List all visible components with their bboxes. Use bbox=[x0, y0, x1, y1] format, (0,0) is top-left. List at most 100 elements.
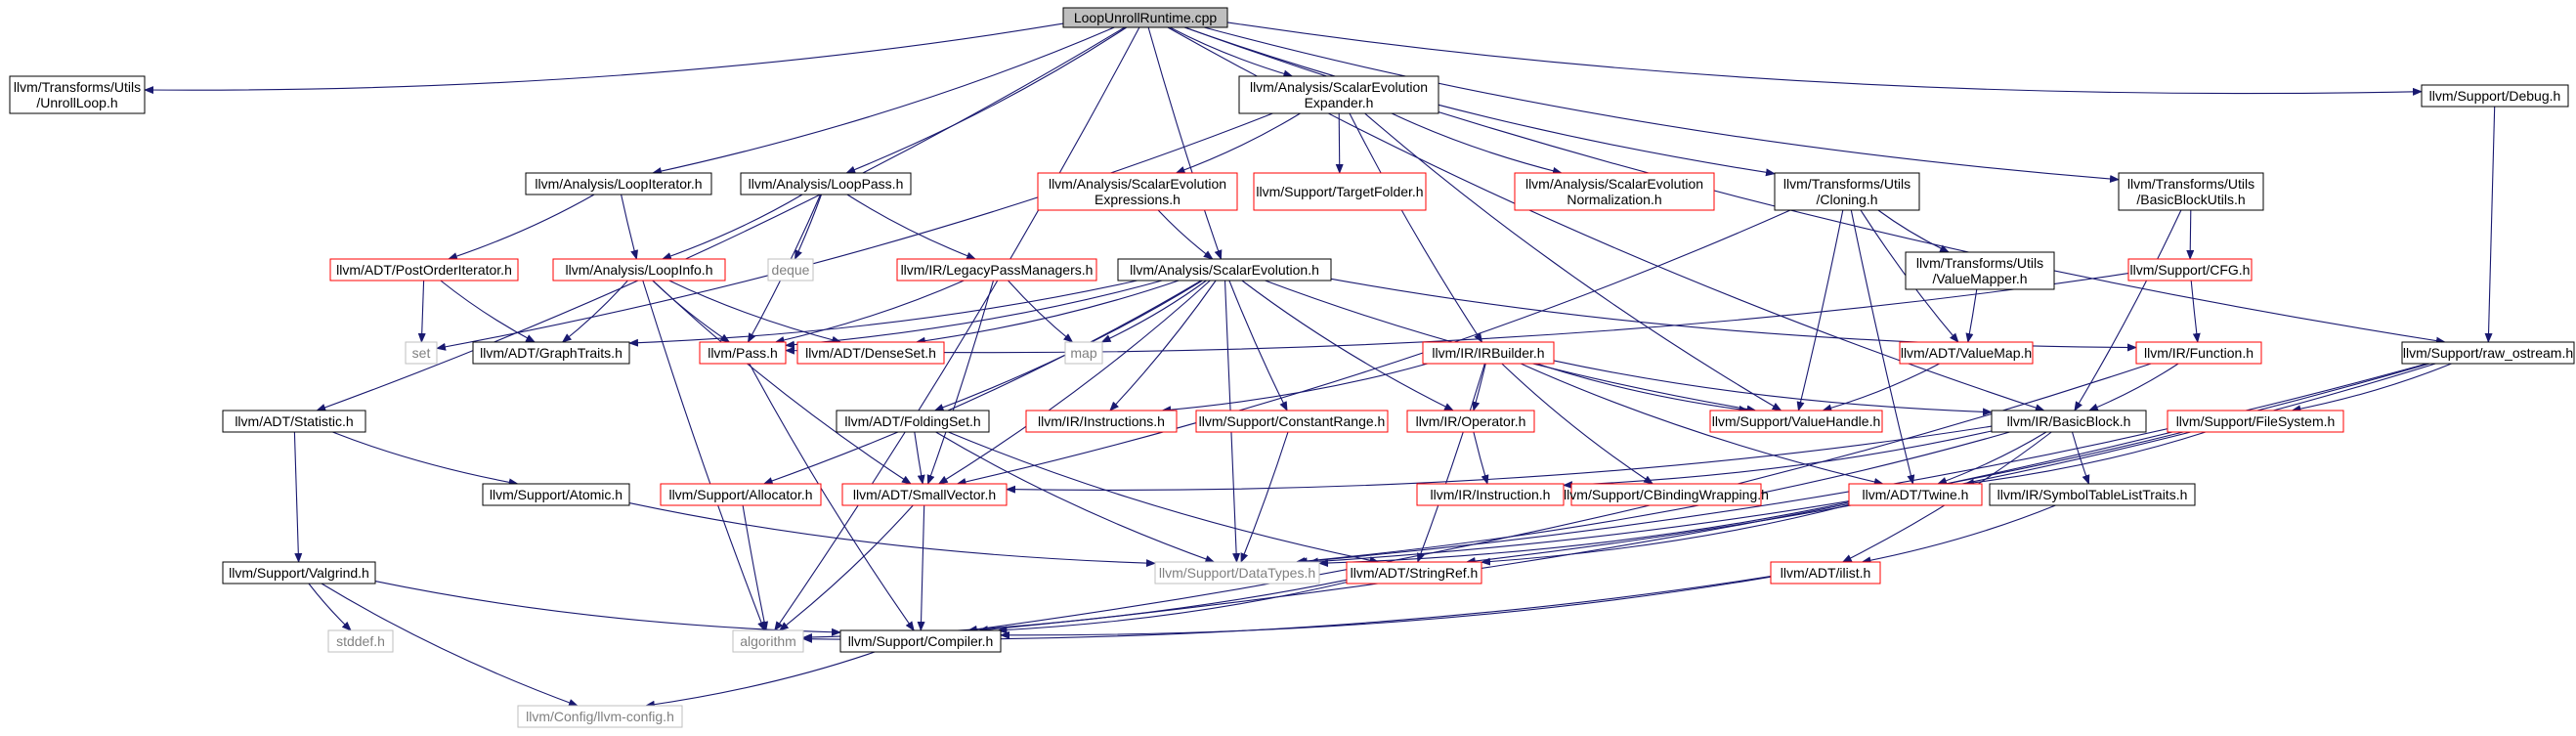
edge-expander-to-targetfolder bbox=[1335, 112, 1344, 174]
edge-basicblock-to-smallvector bbox=[1006, 425, 1993, 494]
edge-pass-to-compiler bbox=[749, 363, 915, 631]
node-root[interactable]: LoopUnrollRuntime.cpp bbox=[1062, 7, 1228, 28]
node-symtab[interactable]: llvm/IR/SymbolTableListTraits.h bbox=[1989, 483, 2196, 506]
node-legacypm-label-0: llvm/IR/LegacyPassManagers.h bbox=[901, 262, 1094, 278]
node-valuemapper[interactable]: llvm/Transforms/Utils/ValueMapper.h bbox=[1905, 251, 2055, 290]
node-datatypes[interactable]: llvm/Support/DataTypes.h bbox=[1154, 561, 1320, 584]
node-stringref-box bbox=[1346, 561, 1482, 584]
node-targetfolder[interactable]: llvm/Support/TargetFolder.h bbox=[1253, 172, 1427, 211]
node-symtab-label-0: llvm/IR/SymbolTableListTraits.h bbox=[1997, 487, 2188, 502]
edge-stringref-to-compiler bbox=[997, 582, 1348, 634]
node-compiler[interactable]: llvm/Support/Compiler.h bbox=[839, 629, 1002, 653]
node-operator[interactable]: llvm/IR/Operator.h bbox=[1406, 410, 1535, 433]
edge-sexpr-to-scalarevolution bbox=[1157, 209, 1214, 260]
edge-loopiterator-to-postorder bbox=[447, 194, 595, 260]
node-smallvector[interactable]: llvm/ADT/SmallVector.h bbox=[841, 483, 1008, 506]
node-twine[interactable]: llvm/ADT/Twine.h bbox=[1848, 483, 1983, 506]
edge-scalarevolution-to-allocator bbox=[762, 280, 1202, 485]
node-valuemap-box bbox=[1899, 341, 2034, 365]
node-filesystem[interactable]: llvm/Support/FileSystem.h bbox=[2167, 410, 2344, 433]
node-allocator[interactable]: llvm/Support/Allocator.h bbox=[660, 483, 822, 506]
node-debug[interactable]: llvm/Support/Debug.h bbox=[2421, 84, 2569, 108]
node-irbuilder[interactable]: llvm/IR/IRBuilder.h bbox=[1422, 341, 1555, 365]
node-ilist[interactable]: llvm/ADT/ilist.h bbox=[1770, 561, 1881, 584]
node-valuemap[interactable]: llvm/ADT/ValueMap.h bbox=[1899, 341, 2034, 365]
node-bbutils-box bbox=[2118, 172, 2264, 211]
edge-root-to-scalarevolution bbox=[1147, 26, 1223, 260]
node-unrollloop-box bbox=[9, 75, 146, 114]
node-looppass-label-0: llvm/Analysis/LoopPass.h bbox=[749, 176, 904, 192]
node-loopinfo[interactable]: llvm/Analysis/LoopInfo.h bbox=[552, 258, 726, 281]
node-compiler-box bbox=[839, 629, 1002, 653]
node-deque-box bbox=[767, 258, 814, 281]
node-llvmconfig[interactable]: llvm/Config/llvm-config.h bbox=[517, 705, 683, 728]
edge-root-to-loopiterator bbox=[651, 26, 1115, 175]
node-unrollloop[interactable]: llvm/Transforms/Utils/UnrollLoop.h bbox=[9, 75, 146, 114]
node-operator-label-0: llvm/IR/Operator.h bbox=[1416, 413, 1526, 429]
node-cfg-label-0: llvm/Support/CFG.h bbox=[2130, 262, 2251, 278]
edge-scalarevolution-to-operator bbox=[1241, 280, 1454, 411]
node-irbuilder-box bbox=[1422, 341, 1555, 365]
edge-scalarevolution-to-graphtraits bbox=[628, 280, 1138, 347]
node-stringref[interactable]: llvm/ADT/StringRef.h bbox=[1346, 561, 1482, 584]
node-instruction[interactable]: llvm/IR/Instruction.h bbox=[1416, 483, 1565, 506]
node-loopiterator-box bbox=[525, 172, 712, 195]
node-rawostream[interactable]: llvm/Support/raw_ostream.h bbox=[2401, 341, 2575, 365]
node-cbinding[interactable]: llvm/Support/CBindingWrapping.h bbox=[1564, 483, 1769, 506]
node-cfg[interactable]: llvm/Support/CFG.h bbox=[2127, 258, 2253, 281]
edge-expander-to-valuehandle bbox=[1364, 112, 1782, 411]
node-denseset[interactable]: llvm/ADT/DenseSet.h bbox=[796, 341, 945, 365]
node-sexpr-label-1: Expressions.h bbox=[1095, 192, 1181, 207]
node-sexpr[interactable]: llvm/Analysis/ScalarEvolutionExpressions… bbox=[1037, 172, 1238, 211]
node-legacypm[interactable]: llvm/IR/LegacyPassManagers.h bbox=[896, 258, 1097, 281]
node-basicblock[interactable]: llvm/IR/BasicBlock.h bbox=[1991, 410, 2147, 433]
node-statistic[interactable]: llvm/ADT/Statistic.h bbox=[222, 410, 366, 433]
node-snorm[interactable]: llvm/Analysis/ScalarEvolutionNormalizati… bbox=[1514, 172, 1715, 211]
node-set[interactable]: set bbox=[405, 341, 438, 365]
node-instructions[interactable]: llvm/IR/Instructions.h bbox=[1025, 410, 1178, 433]
node-graphtraits[interactable]: llvm/ADT/GraphTraits.h bbox=[472, 341, 630, 365]
edge-root-to-cloning bbox=[1184, 26, 1776, 177]
node-cloning-label-1: /Cloning.h bbox=[1816, 192, 1877, 207]
node-cloning[interactable]: llvm/Transforms/Utils/Cloning.h bbox=[1774, 172, 1920, 211]
node-symtab-box bbox=[1989, 483, 2196, 506]
node-function[interactable]: llvm/IR/Function.h bbox=[2135, 341, 2262, 365]
node-constantrange[interactable]: llvm/Support/ConstantRange.h bbox=[1195, 410, 1389, 433]
edge-root-to-expander bbox=[1169, 26, 1294, 78]
node-algorithm[interactable]: algorithm bbox=[732, 629, 804, 653]
edge-ilist-to-compiler bbox=[1000, 576, 1772, 639]
edge-irbuilder-to-instructions bbox=[1161, 363, 1428, 414]
node-foldingset[interactable]: llvm/ADT/FoldingSet.h bbox=[836, 410, 990, 433]
node-map[interactable]: map bbox=[1064, 341, 1103, 365]
node-stddef[interactable]: stddef.h bbox=[327, 629, 394, 653]
node-cloning-box bbox=[1774, 172, 1920, 211]
node-set-label-0: set bbox=[412, 345, 431, 361]
edge-debug-to-rawostream bbox=[2484, 106, 2496, 343]
node-sexpr-label-0: llvm/Analysis/ScalarEvolution bbox=[1049, 176, 1226, 192]
node-valuemapper-label-0: llvm/Transforms/Utils bbox=[1916, 255, 2043, 271]
node-graphtraits-label-0: llvm/ADT/GraphTraits.h bbox=[480, 345, 623, 361]
node-atomic[interactable]: llvm/Support/Atomic.h bbox=[482, 483, 630, 506]
node-loopiterator[interactable]: llvm/Analysis/LoopIterator.h bbox=[525, 172, 712, 195]
node-algorithm-box bbox=[732, 629, 804, 653]
node-valgrind-label-0: llvm/Support/Valgrind.h bbox=[229, 565, 369, 581]
edge-cloning-to-twine bbox=[1850, 209, 1915, 485]
node-bbutils[interactable]: llvm/Transforms/Utils/BasicBlockUtils.h bbox=[2118, 172, 2264, 211]
edge-valgrind-to-llvmconfig bbox=[321, 583, 579, 707]
node-scalarevolution[interactable]: llvm/Analysis/ScalarEvolution.h bbox=[1117, 258, 1332, 281]
node-valuehandle[interactable]: llvm/Support/ValueHandle.h bbox=[1709, 410, 1883, 433]
node-denseset-box bbox=[796, 341, 945, 365]
node-looppass-box bbox=[740, 172, 912, 195]
node-valgrind[interactable]: llvm/Support/Valgrind.h bbox=[222, 561, 376, 584]
node-allocator-label-0: llvm/Support/Allocator.h bbox=[668, 487, 812, 502]
edge-legacypm-to-smallvector bbox=[926, 280, 995, 485]
node-postorder[interactable]: llvm/ADT/PostOrderIterator.h bbox=[329, 258, 519, 281]
node-looppass[interactable]: llvm/Analysis/LoopPass.h bbox=[740, 172, 912, 195]
edge-constantrange-to-datatypes bbox=[1240, 431, 1289, 563]
node-foldingset-label-0: llvm/ADT/FoldingSet.h bbox=[844, 413, 980, 429]
node-stddef-box bbox=[327, 629, 394, 653]
node-deque[interactable]: deque bbox=[767, 258, 814, 281]
node-pass[interactable]: llvm/Pass.h bbox=[699, 341, 787, 365]
edge-expander-to-snorm bbox=[1391, 112, 1563, 175]
